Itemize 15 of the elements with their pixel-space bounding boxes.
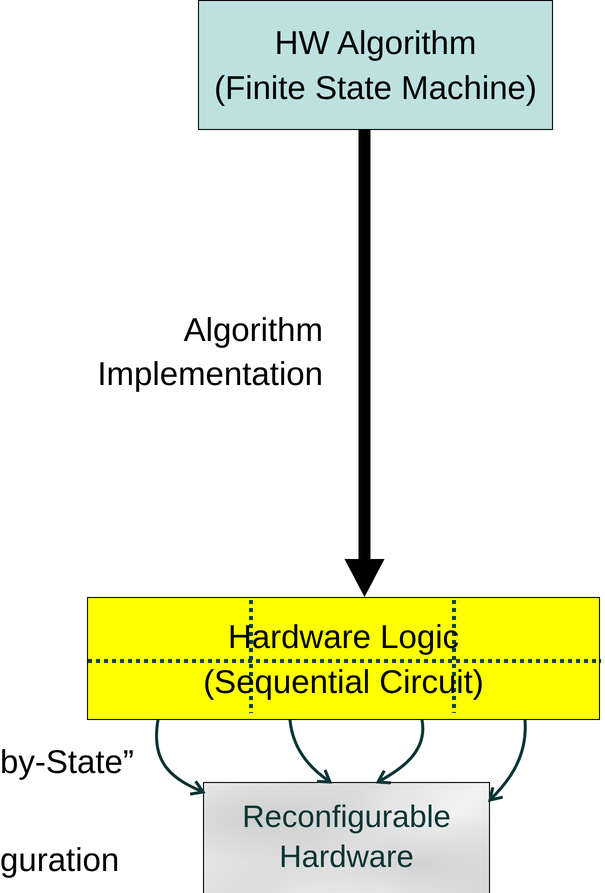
arrow (488, 720, 527, 802)
node-label: (Sequential Circuit) (203, 662, 484, 702)
arrow (288, 720, 332, 784)
edge-label: Algorithm Implementation (96, 310, 323, 394)
arrow (376, 720, 424, 784)
node-label: Hardware Logic (228, 616, 460, 657)
hardware-box (203, 782, 490, 893)
node-label: Reconfigurable Hardware (241, 798, 452, 876)
arrow (344, 130, 384, 597)
node-label: (Finite State Machine) (214, 68, 537, 108)
process-box (198, 0, 553, 130)
text-label: guration (0, 840, 120, 880)
node-label: HW Algorithm (274, 23, 476, 63)
text-label: by-State” (0, 742, 134, 782)
arrow (155, 720, 204, 796)
